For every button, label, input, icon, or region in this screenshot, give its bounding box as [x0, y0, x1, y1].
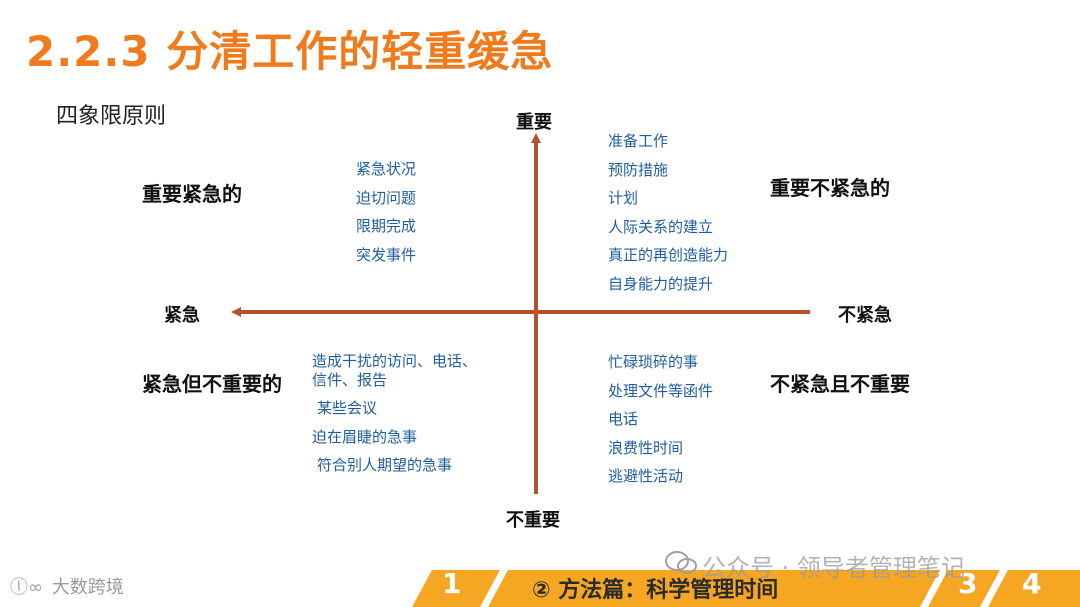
list-item: 逃避性活动 [608, 467, 684, 485]
quadrant-label-important-urgent: 重要紧急的 [142, 182, 242, 206]
footer-nav: 1 ② 方法篇：科学管理时间 3 4 [0, 562, 1080, 607]
list-item: 突发事件 [356, 245, 417, 264]
footer-segment-3 [928, 570, 1000, 607]
footer-nav-1[interactable]: 1 [442, 567, 462, 600]
list-item: 人际关系的建立 [608, 217, 714, 236]
brand-logo-icon: ⓛ∞ [10, 577, 43, 598]
wechat-icon [665, 551, 697, 574]
slide-title: 2.2.3 分清工作的轻重缓急 [26, 27, 554, 76]
list-urgent-not-important: 造成干扰的访问、电话、信件、报告 某些会议 迫在眉睫的急事 符合别人期望的急事 [312, 348, 490, 480]
footer-nav-4[interactable]: 4 [1022, 567, 1042, 600]
footer-segment-1 [412, 570, 500, 607]
footer-shapes [412, 570, 1080, 607]
footer-section-title[interactable]: ② 方法篇：科学管理时间 [532, 578, 779, 603]
axis-label-urgent: 紧急 [164, 305, 200, 326]
list-item: 自身能力的提升 [608, 274, 714, 293]
list-item: 处理文件等函件 [608, 381, 714, 400]
list-important-urgent: 紧急状况 迫切问题 限期完成 突发事件 [356, 155, 416, 269]
list-item: 迫在眉睫的急事 [312, 427, 418, 446]
list-item: 某些会议 [317, 399, 378, 417]
axis-label-not-urgent: 不紧急 [838, 305, 892, 326]
brand-watermark: ⓛ∞ 大数跨境 [10, 573, 124, 599]
list-item: 真正的再创造能力 [608, 246, 729, 264]
brand-name: 大数跨境 [51, 577, 124, 598]
quadrant-label-urgent-not-important: 紧急但不重要的 [142, 372, 282, 396]
list-item: 电话 [608, 410, 639, 428]
list-not-urgent-not-important: 忙碌琐碎的事 处理文件等函件 电话 浪费性时间 逃避性活动 [608, 348, 713, 491]
footer-nav-3[interactable]: 3 [958, 567, 978, 600]
list-item: 忙碌琐碎的事 [608, 353, 699, 371]
list-item: 符合别人期望的急事 [317, 456, 453, 474]
list-item: 准备工作 [608, 132, 669, 150]
watermark-text: 公众号 · 领导者管理笔记 [702, 554, 965, 582]
footer-segment-title [488, 570, 940, 607]
slide-subtitle: 四象限原则 [56, 104, 167, 129]
list-item: 浪费性时间 [608, 438, 684, 457]
list-item: 迫切问题 [356, 188, 417, 207]
axis-label-not-important: 不重要 [506, 510, 560, 531]
quadrant-label-not-urgent-not-important: 不紧急且不重要 [770, 372, 910, 396]
list-item: 造成干扰的访问、电话、信件、报告 [312, 352, 478, 389]
list-item: 预防措施 [608, 160, 669, 179]
footer-segment-4 [988, 570, 1080, 607]
quadrant-label-important-not-urgent: 重要不紧急的 [770, 176, 890, 200]
axis-label-important: 重要 [516, 112, 552, 133]
list-item: 计划 [608, 189, 639, 207]
list-item: 限期完成 [356, 217, 417, 235]
list-item: 紧急状况 [356, 160, 417, 178]
list-important-not-urgent: 准备工作 预防措施 计划 人际关系的建立 真正的再创造能力 自身能力的提升 [608, 127, 728, 298]
